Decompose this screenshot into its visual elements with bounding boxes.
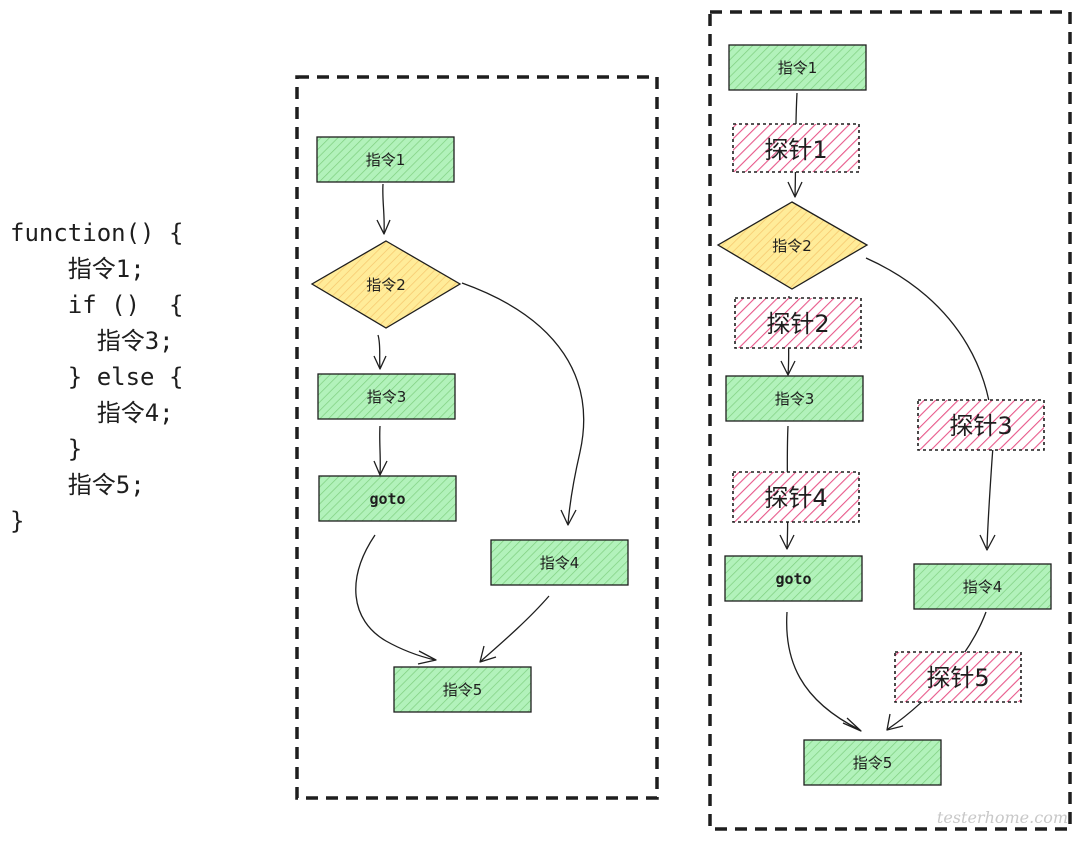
code-line-9: } <box>10 507 24 535</box>
probe-2-label: 探针2 <box>766 310 829 338</box>
probe-2-box <box>734 297 862 349</box>
code-line-5: } else { <box>10 363 183 391</box>
node-p-instruction-2-label: 指令2 <box>772 237 812 255</box>
arrowhead-p-i2-i4 <box>979 534 996 551</box>
node-instruction-1-box <box>316 136 455 183</box>
arrowhead-i4-i5 <box>479 645 497 663</box>
edge-i1-i2 <box>382 183 385 234</box>
probe-4: 探针4 <box>732 471 860 523</box>
probe-4-box <box>732 471 860 523</box>
arrowhead-p-i1-i2 <box>787 181 803 198</box>
node-p-instruction-1-label: 指令1 <box>778 59 818 77</box>
code-line-2: 指令1; <box>10 255 145 283</box>
node-instruction-1-label: 指令1 <box>366 151 406 169</box>
node-goto-box <box>318 475 457 522</box>
edge-p-goto-i5 <box>786 611 861 731</box>
probe-3: 探针3 <box>917 399 1045 451</box>
arrowhead-goto-i5 <box>417 650 437 665</box>
watermark: testerhome.com <box>937 808 1068 827</box>
diagram-original: 指令1 指令2 指令3 goto 指令4 指令5 <box>295 75 659 800</box>
arrowhead-p-goto-i5 <box>842 717 862 732</box>
node-p-instruction-5: 指令5 <box>803 739 942 786</box>
probe-5: 探针5 <box>894 651 1022 703</box>
node-p-instruction-1: 指令1 <box>728 44 867 91</box>
edge-i2-i3 <box>377 334 381 369</box>
probe-2: 探针2 <box>734 297 862 349</box>
arrowhead-p-i2-i3 <box>780 360 796 376</box>
probe-5-label: 探针5 <box>926 664 989 692</box>
probe-5-box <box>894 651 1022 703</box>
node-instruction-2-decision: 指令2 <box>310 240 462 329</box>
node-p-instruction-4-label: 指令4 <box>963 578 1003 596</box>
code-line-1: function() { <box>10 219 183 247</box>
node-instruction-1: 指令1 <box>316 136 455 183</box>
diagram-probed: 探针1 探针2 探针3 探针4 探针5 指令1 指令2 指令3 <box>708 10 1072 831</box>
arrowhead-p-i3-goto <box>779 534 795 550</box>
probe-4-label: 探针4 <box>764 484 827 512</box>
arrowhead-p-i4-i5 <box>886 713 904 731</box>
node-goto: goto <box>318 475 457 522</box>
node-p-instruction-2-diamond <box>716 201 869 290</box>
arrowhead-i3-goto <box>373 460 388 476</box>
node-instruction-4-label: 指令4 <box>540 554 580 572</box>
node-instruction-3-box <box>317 373 456 420</box>
node-p-instruction-2-decision: 指令2 <box>716 201 869 290</box>
node-p-instruction-4: 指令4 <box>913 563 1052 610</box>
code-line-6: 指令4; <box>10 399 174 427</box>
node-instruction-2-diamond <box>310 240 462 329</box>
node-p-goto-label: goto <box>775 570 811 588</box>
code-line-8: 指令5; <box>10 471 145 499</box>
node-instruction-4-box <box>490 539 629 586</box>
node-instruction-3-label: 指令3 <box>367 388 407 406</box>
probe-1-box <box>732 123 860 173</box>
node-p-instruction-5-label: 指令5 <box>853 754 893 772</box>
arrowhead-i2-i4 <box>560 509 577 526</box>
code-line-4: 指令3; <box>10 327 174 355</box>
code-line-7: } <box>10 435 82 463</box>
node-instruction-3: 指令3 <box>317 373 456 420</box>
edge-goto-i5 <box>355 534 436 661</box>
arrowhead-i1-i2 <box>376 219 391 235</box>
frame-original <box>295 75 659 800</box>
node-p-goto-box <box>724 555 863 602</box>
node-p-instruction-3: 指令3 <box>725 375 864 422</box>
probe-3-box <box>917 399 1045 451</box>
probe-1: 探针1 <box>732 123 860 173</box>
code-listing: function() { 指令1; if () { 指令3; } else { … <box>10 219 183 535</box>
frame-probed <box>708 10 1072 831</box>
node-instruction-5-label: 指令5 <box>443 681 483 699</box>
edge-i4-i5 <box>480 595 550 662</box>
node-p-instruction-4-box <box>913 563 1052 610</box>
node-instruction-4: 指令4 <box>490 539 629 586</box>
edge-i2-i4 <box>461 282 585 525</box>
node-instruction-5: 指令5 <box>393 666 532 713</box>
code-line-3: if () { <box>10 291 183 319</box>
probe-1-label: 探针1 <box>764 136 827 164</box>
node-goto-label: goto <box>369 490 405 508</box>
probe-3-label: 探针3 <box>949 412 1012 440</box>
node-p-goto: goto <box>724 555 863 602</box>
arrowhead-i2-i3 <box>373 355 387 370</box>
node-p-instruction-3-label: 指令3 <box>775 390 815 408</box>
node-p-instruction-3-box <box>725 375 864 422</box>
edge-i3-goto <box>379 425 381 475</box>
node-instruction-5-box <box>393 666 532 713</box>
node-p-instruction-5-box <box>803 739 942 786</box>
node-instruction-2-label: 指令2 <box>366 276 406 294</box>
node-p-instruction-1-box <box>728 44 867 91</box>
